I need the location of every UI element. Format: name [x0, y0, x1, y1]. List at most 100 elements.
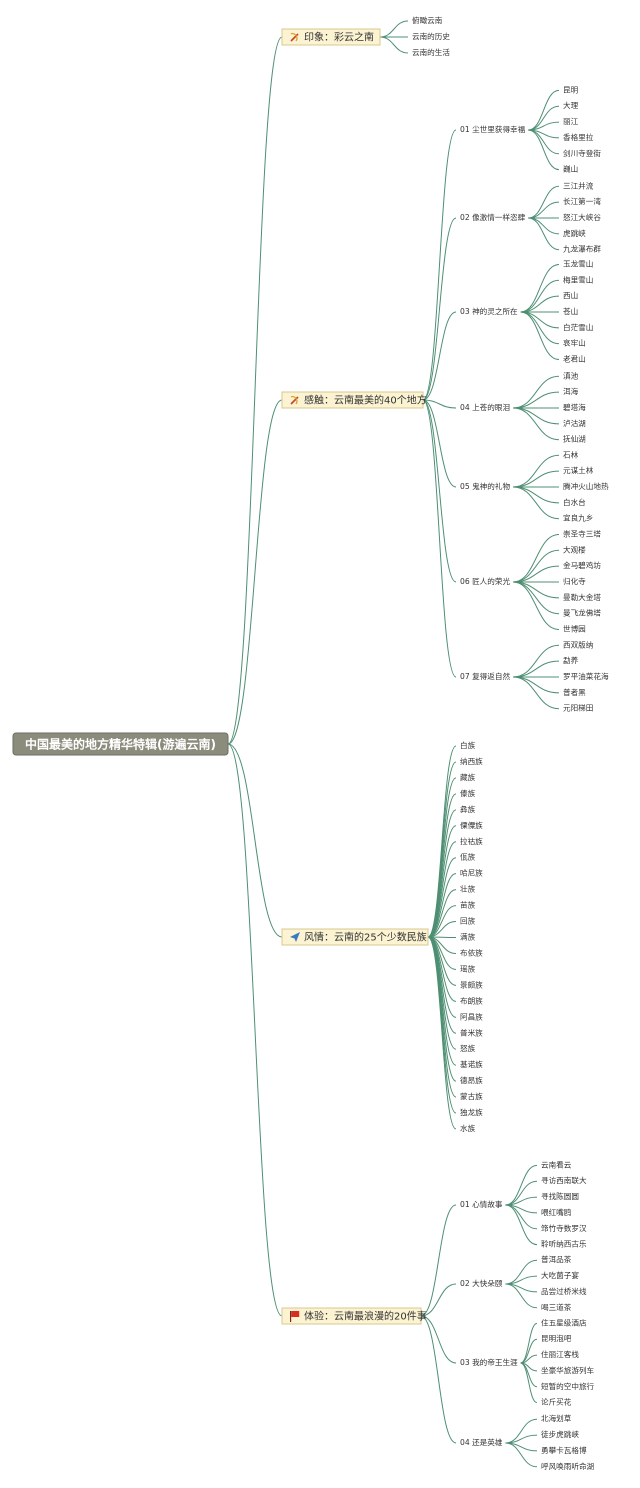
leaf-node-label[interactable]: 怒江大峡谷 — [563, 212, 601, 222]
leaf-node-label[interactable]: 基诺族 — [460, 1059, 483, 1069]
leaf-node-label[interactable]: 云南的生活 — [412, 47, 450, 57]
leaf-node-label[interactable]: 腾冲火山地热 — [563, 481, 609, 491]
topic-node-label[interactable]: 01 心情故事 — [460, 1199, 503, 1209]
leaf-node-label[interactable]: 喂红嘴鸥 — [541, 1207, 572, 1217]
leaf-node-label[interactable]: 阿昌族 — [460, 1011, 483, 1021]
leaf-node-label[interactable]: 巍山 — [563, 164, 578, 174]
leaf-node-label[interactable]: 德昂族 — [460, 1075, 483, 1085]
leaf-node-label[interactable]: 勇攀卡瓦格博 — [541, 1445, 587, 1455]
leaf-node-label[interactable]: 呼风唤雨听命湖 — [541, 1461, 595, 1471]
leaf-node-label[interactable]: 曼飞龙佛塔 — [563, 608, 601, 618]
leaf-node-label[interactable]: 元谋土林 — [563, 465, 594, 475]
leaf-node-label[interactable]: 西双版纳 — [563, 639, 593, 649]
leaf-node-label[interactable]: 论斤买花 — [541, 1397, 572, 1407]
leaf-node-label[interactable]: 哈尼族 — [460, 868, 483, 878]
leaf-node-label[interactable]: 喝三道茶 — [541, 1302, 572, 1312]
leaf-node-label[interactable]: 勐养 — [563, 655, 579, 665]
leaf-node-label[interactable]: 聆听纳西古乐 — [541, 1239, 587, 1249]
leaf-node-label[interactable]: 傣族 — [460, 788, 476, 798]
leaf-node-label[interactable]: 佤族 — [460, 852, 476, 862]
leaf-node-label[interactable]: 归化寺 — [563, 576, 586, 586]
leaf-node-label[interactable]: 蒙古族 — [460, 1091, 483, 1101]
leaf-node-label[interactable]: 布朗族 — [460, 995, 483, 1005]
root-node-box[interactable] — [12, 732, 229, 756]
leaf-node-label[interactable]: 藏族 — [460, 772, 476, 782]
leaf-node-label[interactable]: 苗族 — [460, 900, 476, 910]
leaf-node-label[interactable]: 虎跳峡 — [563, 228, 586, 238]
leaf-node-label[interactable]: 筇竹寺数罗汉 — [541, 1223, 587, 1233]
leaf-node-label[interactable]: 洱海 — [563, 386, 579, 396]
leaf-node-label[interactable]: 苍山 — [563, 306, 578, 316]
topic-node-label[interactable]: 01 尘世里获得幸福 — [460, 124, 526, 134]
leaf-node-label[interactable]: 玉龙雪山 — [563, 258, 593, 268]
leaf-node-label[interactable]: 品尝过桥米线 — [541, 1286, 587, 1296]
topic-node-label[interactable]: 05 鬼神的礼物 — [460, 481, 510, 491]
leaf-node-label[interactable]: 大观楼 — [563, 544, 586, 554]
topic-node-label[interactable]: 04 上苍的眼泪 — [460, 402, 510, 412]
topic-node-label[interactable]: 03 神的灵之所在 — [460, 306, 518, 316]
leaf-node-label[interactable]: 坐豪华旅游列车 — [541, 1365, 595, 1375]
leaf-node-label[interactable]: 宜良九乡 — [563, 513, 593, 523]
leaf-node-label[interactable]: 滇池 — [563, 370, 579, 380]
branch-node-box[interactable] — [281, 391, 424, 409]
leaf-node-label[interactable]: 白茫雪山 — [563, 322, 593, 332]
leaf-node-label[interactable]: 金马碧鸡坊 — [563, 560, 601, 570]
leaf-node-label[interactable]: 满族 — [460, 932, 476, 942]
leaf-node-label[interactable]: 梅里雪山 — [563, 274, 593, 284]
leaf-node-label[interactable]: 北海划草 — [541, 1413, 572, 1423]
leaf-node-label[interactable]: 世博园 — [563, 624, 586, 634]
leaf-node-label[interactable]: 独龙族 — [460, 1107, 483, 1117]
leaf-node-label[interactable]: 哀牢山 — [563, 338, 586, 348]
leaf-node-label[interactable]: 长江第一湾 — [563, 196, 601, 206]
leaf-node-label[interactable]: 碧塔海 — [563, 402, 586, 412]
leaf-node-label[interactable]: 罗平油菜花海 — [563, 671, 609, 681]
leaf-node-label[interactable]: 云南看云 — [541, 1159, 572, 1169]
branch-node-box[interactable] — [281, 928, 429, 946]
leaf-node-label[interactable]: 三江并流 — [563, 180, 594, 190]
topic-node-label[interactable]: 03 我的帝王生涯 — [460, 1357, 518, 1367]
leaf-node-label[interactable]: 大理 — [563, 100, 579, 110]
leaf-node-label[interactable]: 普洱品茶 — [541, 1254, 572, 1264]
leaf-node-label[interactable]: 壮族 — [460, 884, 476, 894]
leaf-node-label[interactable]: 崇圣寺三塔 — [563, 528, 601, 538]
leaf-node-label[interactable]: 回族 — [460, 916, 476, 926]
topic-node-label[interactable]: 04 还是英雄 — [460, 1437, 503, 1447]
leaf-node-label[interactable]: 傈僳族 — [460, 820, 483, 830]
leaf-node-label[interactable]: 水族 — [460, 1123, 476, 1133]
leaf-node-label[interactable]: 寻访西南联大 — [541, 1175, 587, 1185]
leaf-node-label[interactable]: 住五星级酒店 — [541, 1317, 587, 1327]
leaf-node-label[interactable]: 景颇族 — [460, 979, 483, 989]
leaf-node-label[interactable]: 寻找陈圆圆 — [541, 1191, 579, 1201]
leaf-node-label[interactable]: 徒步虎跳峡 — [541, 1429, 579, 1439]
topic-node-label[interactable]: 02 大快朵颐 — [460, 1278, 503, 1288]
leaf-node-label[interactable]: 短暂的空中旅行 — [541, 1381, 595, 1391]
leaf-node-label[interactable]: 云南的历史 — [412, 31, 450, 41]
leaf-node-label[interactable]: 泸沽湖 — [563, 418, 586, 428]
leaf-node-label[interactable]: 石林 — [563, 449, 579, 459]
topic-node-label[interactable]: 02 像激情一样恣肆 — [460, 212, 526, 222]
topic-node-label[interactable]: 06 匠人的荣光 — [460, 576, 510, 586]
leaf-node-label[interactable]: 昆明泡吧 — [541, 1333, 572, 1343]
leaf-node-label[interactable]: 香格里拉 — [563, 132, 594, 142]
leaf-node-label[interactable]: 老君山 — [563, 354, 586, 364]
leaf-node-label[interactable]: 西山 — [563, 290, 578, 300]
leaf-node-label[interactable]: 昆明 — [563, 85, 579, 94]
leaf-node-label[interactable]: 纳西族 — [460, 756, 483, 766]
leaf-node-label[interactable]: 九龙瀑布群 — [563, 244, 601, 254]
leaf-node-label[interactable]: 住丽江客栈 — [541, 1349, 579, 1359]
leaf-node-label[interactable]: 瑶族 — [460, 963, 476, 973]
branch-node-box[interactable] — [281, 28, 381, 46]
leaf-node-label[interactable]: 普者黑 — [563, 687, 586, 697]
leaf-node-label[interactable]: 普米族 — [460, 1027, 483, 1037]
topic-node-label[interactable]: 07 复得返自然 — [460, 671, 510, 681]
leaf-node-label[interactable]: 抚仙湖 — [563, 434, 586, 444]
branch-node-box[interactable] — [281, 1307, 422, 1325]
leaf-node-label[interactable]: 曼勒大金塔 — [563, 592, 601, 602]
leaf-node-label[interactable]: 剑川寺登街 — [563, 148, 601, 158]
leaf-node-label[interactable]: 布依族 — [460, 947, 483, 957]
leaf-node-label[interactable]: 丽江 — [563, 117, 579, 126]
leaf-node-label[interactable]: 白族 — [460, 740, 476, 750]
leaf-node-label[interactable]: 怒族 — [460, 1043, 476, 1053]
leaf-node-label[interactable]: 元阳梯田 — [563, 703, 593, 713]
leaf-node-label[interactable]: 拉祜族 — [460, 836, 483, 846]
